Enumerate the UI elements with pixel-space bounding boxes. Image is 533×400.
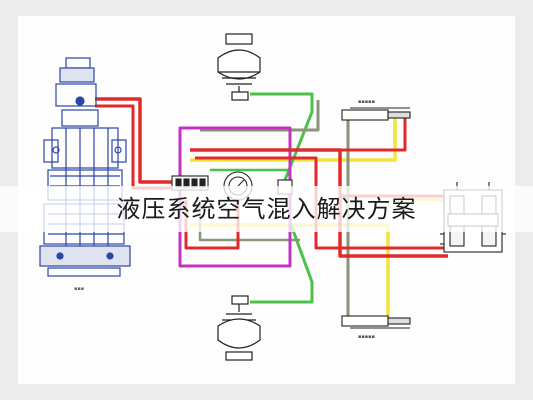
pipe-green-top xyxy=(250,92,314,181)
svg-text:▪▪▪▪▪: ▪▪▪▪▪ xyxy=(358,334,375,340)
svg-text:▪▪▪▪▪: ▪▪▪▪▪ xyxy=(358,99,375,105)
valve-stack-icon: ▪▪▪ xyxy=(39,57,131,292)
pipe-yellow-upper xyxy=(190,118,397,162)
pipe-graygreen-upper xyxy=(200,100,320,132)
diagram-caption: 液压系统空气混入解决方案 xyxy=(116,195,417,223)
brake-chamber-icon xyxy=(217,295,261,361)
caption-band xyxy=(0,186,533,232)
pipe-green-bottom xyxy=(250,221,314,304)
brake-chamber-icon xyxy=(217,33,261,101)
svg-text:▪▪▪: ▪▪▪ xyxy=(74,286,84,292)
cylinder-icon: ▪▪▪▪▪ xyxy=(341,315,411,340)
pipe-red-right-top xyxy=(340,118,407,152)
pipe-red-from-valve-1 xyxy=(95,97,172,184)
cylinder-icon: ▪▪▪▪▪ xyxy=(341,99,411,121)
